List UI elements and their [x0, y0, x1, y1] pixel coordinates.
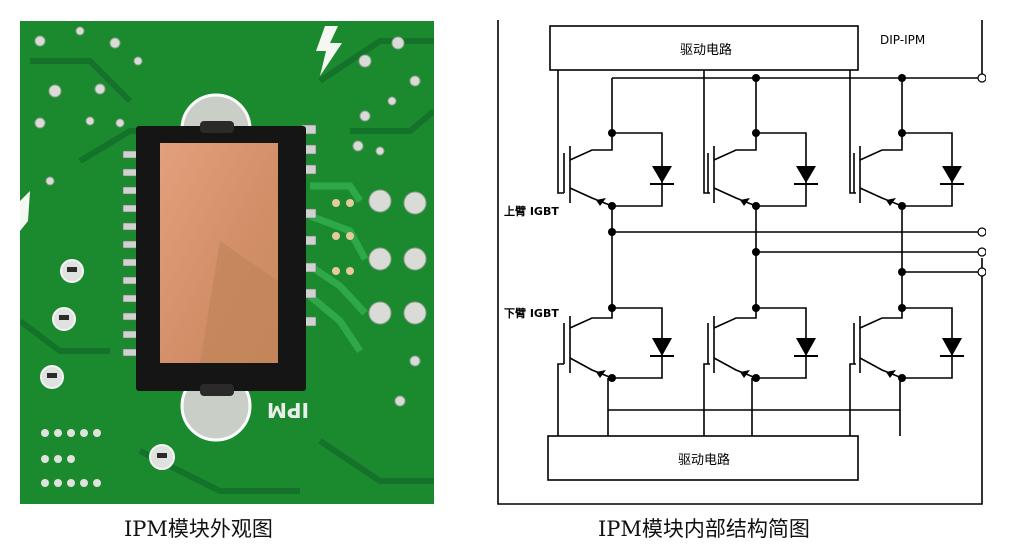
- hv-mark-top: [316, 26, 342, 76]
- phase-leg-u: [563, 78, 674, 382]
- photo-caption: IPM模块外观图: [124, 517, 273, 541]
- output-terminals: [977, 73, 986, 277]
- output-lines: [612, 231, 978, 273]
- phase-leg-w: [853, 74, 964, 382]
- package-notch-top: [200, 121, 234, 133]
- driver-box-bottom: [547, 435, 859, 481]
- module-border: [497, 20, 983, 505]
- via-row: [332, 199, 354, 275]
- lower-arm-label: 下臂 IGBT: [504, 306, 559, 320]
- ipm-schematic: 驱动电路 驱动电路 DIP-IPM 上臂 IGBT 下臂 IGBT: [497, 20, 986, 505]
- pcb-pads-lower: [41, 429, 101, 487]
- lead-traces: [307, 182, 369, 353]
- n-bus: [608, 378, 901, 411]
- driver-box-top: [549, 25, 859, 71]
- ipm-photo: IPM: [20, 21, 434, 504]
- pcb-traces: [20, 38, 434, 494]
- silkscreen-label: IPM: [267, 398, 309, 422]
- hv-mark-left: [20, 191, 30, 231]
- driver-bottom-label: 驱动电路: [678, 452, 730, 468]
- copper-shade: [200, 241, 278, 363]
- driver-top-label: 驱动电路: [680, 42, 732, 58]
- phase-leg-v: [707, 74, 818, 382]
- package-notch-bottom: [200, 384, 234, 396]
- pcb-pads: [34, 26, 427, 407]
- module-label: DIP-IPM: [880, 33, 925, 47]
- schematic-caption: IPM模块内部结构简图: [598, 517, 810, 541]
- upper-arm-label: 上臂 IGBT: [504, 204, 559, 218]
